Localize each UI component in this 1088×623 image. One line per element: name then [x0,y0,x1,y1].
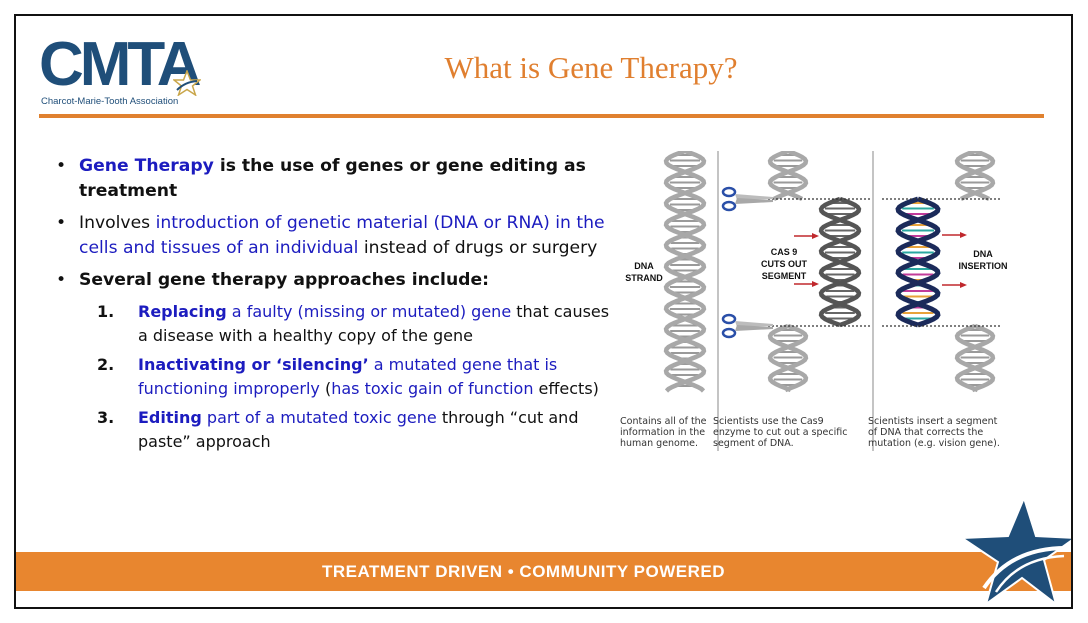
text-run: Inactivating or ‘silencing’ [138,355,369,374]
arrow-head [960,232,967,238]
scissors-blade [735,198,773,204]
text-run: effects) [533,378,599,398]
caption-insertion: Scientists insert a segment of DNA that … [868,416,1000,449]
cmta-logo: CMTA Charcot-Marie-Tooth Association [39,34,209,108]
footer-tagline: TREATMENT DRIVEN • COMMUNITY POWERED [322,562,725,581]
slide: CMTA Charcot-Marie-Tooth Association Wha… [14,14,1073,609]
text-run: a mutated gene that is functioning impro… [138,355,558,398]
text-run: part of a mutated toxic gene [201,408,437,427]
arrow-head [960,282,967,288]
caption-dna-strand: Contains all of the information in the h… [620,416,707,449]
slide-body: Gene Therapy is the use of genes or gene… [56,154,616,459]
red-arrow-icon [942,232,967,238]
dna-helix-icon [767,151,809,202]
label-cuts-out: CUTS OUT [761,259,808,269]
helix-backbone [767,151,809,202]
text-run: Editing [138,408,202,427]
bullet-item: Gene Therapy is the use of genes or gene… [56,154,616,204]
dna-helix-icon [767,323,809,393]
text-run: through “cut and paste” approach [138,408,579,451]
logo-organization: Charcot-Marie-Tooth Association [41,96,179,107]
text-run: Gene Therapy [79,156,214,176]
helix-backbone [954,323,996,393]
cmta-star-icon [958,496,1071,607]
text-run: has toxic gain of function [331,378,534,398]
helix-backbone [954,151,996,202]
logo-acronym: CMTA [39,30,201,99]
text-run: Several gene therapy approaches include: [79,270,490,290]
label-segment: SEGMENT [762,271,807,281]
helix-backbone [895,196,941,328]
approach-number: 1. [97,302,115,321]
bullet-item: Several gene therapy approaches include: [56,268,616,293]
footer-banner: TREATMENT DRIVEN • COMMUNITY POWERED [16,552,1071,591]
arrow-head [812,233,819,239]
helix-backbone [663,151,707,393]
helix-backbone [767,323,809,393]
text-run: Replacing [138,302,227,321]
arrow-head [812,281,819,287]
title-divider [39,114,1044,118]
label-dna-insertion: DNA [973,249,993,259]
scissors-handle [721,313,737,325]
dna-helix-icon [954,323,996,393]
helix-backbone [954,323,996,393]
approach-number: 3. [97,408,115,427]
text-run: is the use of genes or gene editing as t… [79,156,586,201]
bullet-list: Gene Therapy is the use of genes or gene… [56,154,616,293]
scissors-handle [721,186,737,198]
approach-item: 2. Inactivating or ‘silencing’ a mutated … [56,353,616,400]
slide-title: What is Gene Therapy? [444,50,738,85]
scissors-handle [721,200,737,212]
text-run: instead of drugs or surgery [358,238,598,258]
dna-helix-icon [895,196,941,328]
label-strand: STRAND [625,273,663,283]
caption-cas9: Scientists use the Cas9 enzyme to cut ou… [713,416,848,449]
text-run: Involves [79,213,156,233]
approach-item: 1. Replacing a faulty (missing or mutated… [56,300,616,347]
helix-backbone [818,196,862,328]
approach-list: 1. Replacing a faulty (missing or mutated… [56,300,616,453]
red-arrow-icon [942,282,967,288]
text-run: a faulty (missing or mutated) gene [226,302,512,321]
helix-backbone [954,151,996,202]
label-dna: DNA [634,261,654,271]
scissors-blade [735,325,773,331]
red-arrow-icon [794,281,819,287]
label-cas9: CAS 9 [771,247,798,257]
scissors-handle [721,327,737,339]
logo-star-icon [173,70,201,96]
text-run: introduction of genetic material (DNA or… [79,213,605,258]
bullet-item: Involves introduction of genetic materia… [56,211,616,261]
red-arrow-icon [794,233,819,239]
helix-backbone [663,151,707,393]
helix-backbone [767,151,809,202]
dna-helix-icon [818,196,862,328]
text-run: ( [319,378,332,398]
label-insertion: INSERTION [958,261,1007,271]
text-run: that causes a disease with a healthy cop… [138,302,610,345]
dna-helix-icon [954,151,996,202]
crispr-diagram: DNA STRAND CAS 9 CUTS OUT SEGMENT DNA INSERTIO… [625,151,1008,451]
approach-item: 3. Editing part of a mutated toxic gene t… [56,406,616,453]
helix-backbone [767,323,809,393]
scissors-icon [721,313,773,339]
scissors-icon [721,186,773,212]
dna-helix-icon [663,151,707,393]
approach-number: 2. [97,355,115,374]
